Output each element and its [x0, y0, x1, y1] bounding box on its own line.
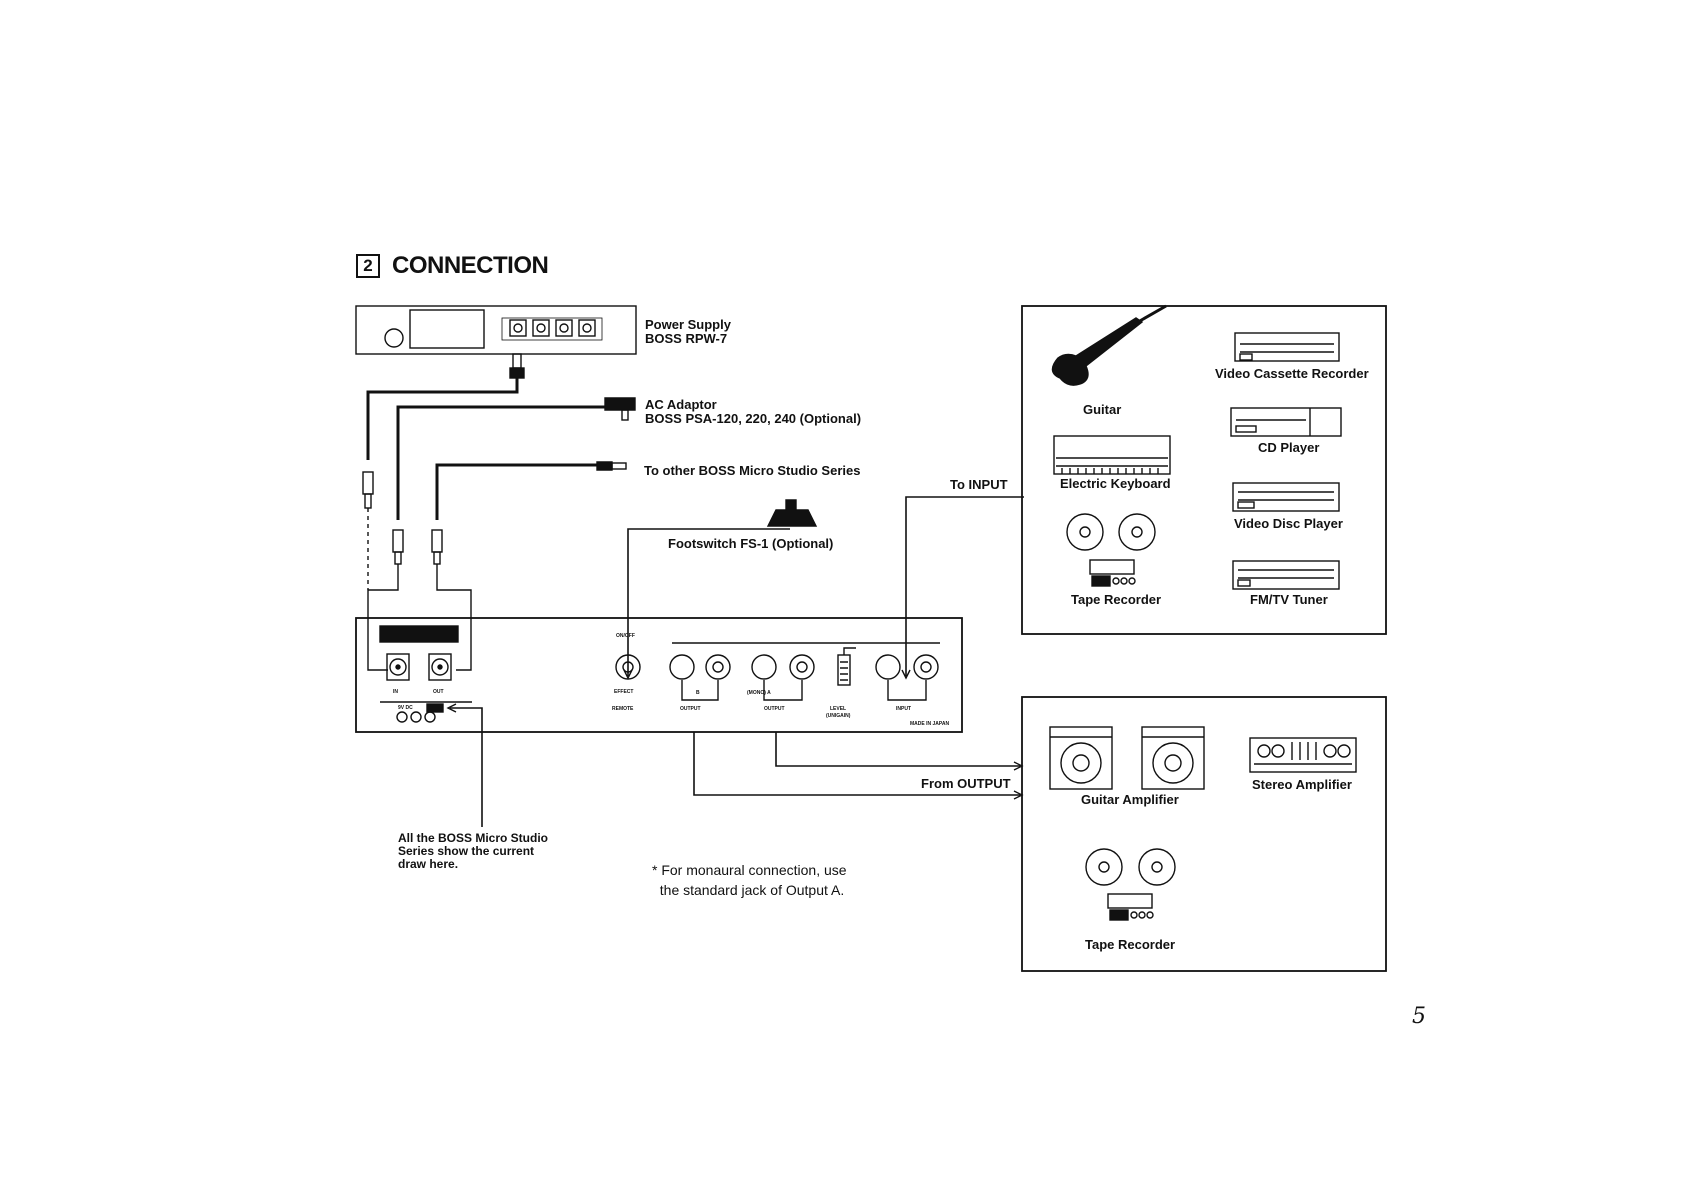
panel-mono-a-label: (MONO) A: [747, 690, 771, 696]
to-input-label: To INPUT: [950, 477, 1008, 492]
guitar-label: Guitar: [1083, 402, 1122, 417]
cd-player-label: CD Player: [1258, 440, 1320, 455]
panel-unigain-label: (UNIGAIN): [826, 713, 851, 719]
output-tape-label: Tape Recorder: [1085, 937, 1176, 952]
current-draw-label: All the BOSS Micro Studio Series show th…: [398, 831, 549, 871]
panel-level-label: LEVEL: [830, 706, 847, 712]
guitar-amp-label: Guitar Amplifier: [1081, 792, 1179, 807]
from-output-label: From OUTPUT: [921, 776, 1011, 791]
ac-adaptor-label: AC Adaptor BOSS PSA-120, 220, 240 (Optio…: [645, 397, 862, 426]
footswitch-label: Footswitch FS-1 (Optional): [668, 536, 834, 551]
power-supply-label: Power Supply BOSS RPW-7: [645, 317, 731, 346]
stereo-amp-label: Stereo Amplifier: [1252, 777, 1352, 792]
panel-output-b-label: OUTPUT: [680, 706, 701, 712]
panel-input-label: INPUT: [896, 706, 911, 712]
mono-note: * For monaural connection, use the stand…: [652, 862, 847, 898]
panel-out-label: OUT: [433, 689, 444, 695]
page-title: CONNECTION: [392, 252, 549, 279]
section-number: 2: [356, 254, 380, 278]
panel-effect-label: EFFECT: [614, 689, 634, 695]
other-boss-label: To other BOSS Micro Studio Series: [644, 463, 861, 478]
guitar-icon: [1051, 304, 1167, 386]
panel-dc-label: 9V DC: [398, 705, 413, 711]
tuner-label: FM/TV Tuner: [1250, 592, 1328, 607]
panel-onoff-label: ON/OFF: [616, 633, 635, 639]
panel-b-label: B: [696, 690, 700, 696]
power-supply-unit: [355, 305, 637, 355]
vcr-label: Video Cassette Recorder: [1215, 366, 1369, 381]
panel-made-in-label: MADE IN JAPAN: [910, 721, 950, 727]
panel-remote-label: REMOTE: [612, 706, 634, 712]
panel-output-a-label: OUTPUT: [764, 706, 785, 712]
tape-recorder-label: Tape Recorder: [1071, 592, 1162, 607]
page-number: 5: [1412, 1004, 1426, 1029]
panel-in-label: IN: [393, 689, 398, 695]
keyboard-label: Electric Keyboard: [1060, 476, 1171, 491]
video-disc-label: Video Disc Player: [1234, 516, 1343, 531]
